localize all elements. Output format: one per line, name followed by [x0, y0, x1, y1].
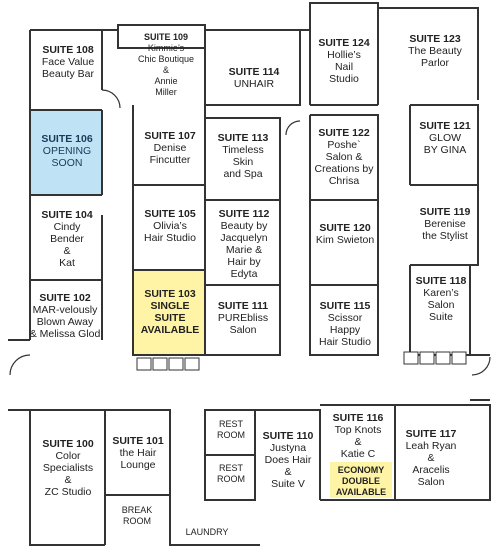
laundry-label: LAUNDRY — [185, 527, 229, 537]
economy-double-badge: ECONOMY DOUBLE AVAILABLE — [335, 465, 387, 497]
break-room-label: BREAK ROOM — [121, 505, 153, 526]
restroom-1-label: REST ROOM — [217, 419, 245, 440]
suite-116-badge-bg — [330, 462, 392, 498]
suite-103-highlight — [134, 271, 204, 354]
suite-106-highlight — [31, 111, 101, 194]
restroom-2-label: REST ROOM — [217, 463, 245, 484]
